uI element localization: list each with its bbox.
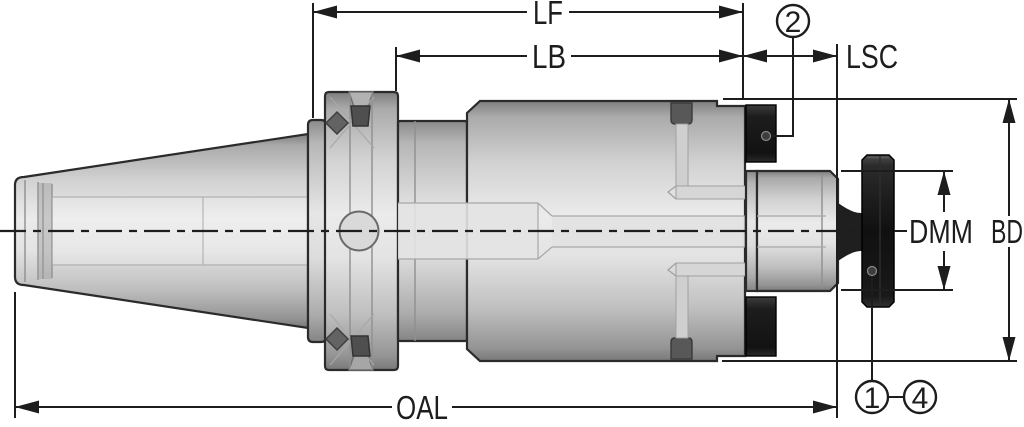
drive-slot-key-bottom-left — [324, 326, 350, 352]
callout-2-leader — [766, 37, 794, 137]
drive-key-bottom — [745, 296, 777, 357]
dmm-arrow-down — [937, 266, 951, 290]
oal-dimension: OAL — [14, 292, 837, 426]
lsc-label: LSC — [846, 38, 898, 75]
bd-arrow-up — [1002, 99, 1016, 123]
lb-arrow-left — [396, 49, 420, 63]
lb-arrow-right — [719, 49, 743, 63]
v-groove-bottom — [347, 354, 375, 371]
lsc-arrow-left — [743, 49, 767, 63]
lf-label: LF — [533, 0, 563, 31]
callout-1-4: 1 4 — [854, 265, 938, 415]
lb-dimension: LB — [395, 38, 743, 91]
bd-dimension: BD — [722, 98, 1023, 362]
callout-1-number: 1 — [864, 382, 881, 415]
callout-4-number: 4 — [912, 382, 929, 415]
callout-2-balloon — [775, 3, 811, 39]
drive-slot-key-top-right — [350, 105, 371, 127]
dmm-label: DMM — [909, 213, 973, 250]
lf-dimension: LF — [312, 0, 744, 118]
stud-thread-band — [38, 183, 52, 279]
clamping-screw-head — [861, 154, 895, 308]
drive-slot-key-top-left — [324, 110, 350, 136]
callout-1-dot — [866, 265, 878, 277]
lf-arrow-left — [313, 5, 337, 19]
callout-2-number: 2 — [785, 6, 802, 39]
lf-arrow-right — [719, 5, 743, 19]
drive-key-top — [745, 104, 777, 163]
dmm-dimension: DMM — [841, 170, 973, 291]
oal-arrow-left — [15, 400, 39, 414]
drive-slot-key-bottom-right — [350, 335, 371, 357]
dmm-arrow-up — [937, 171, 951, 195]
lsc-dimension: LSC — [743, 38, 898, 418]
callout-2-dot — [760, 130, 772, 142]
oal-label: OAL — [396, 389, 448, 426]
bd-label: BD — [991, 213, 1023, 250]
oal-arrow-right — [813, 400, 837, 414]
lsc-arrow-right — [813, 49, 837, 63]
v-groove-top — [347, 91, 375, 108]
callout-2: 2 — [760, 3, 811, 142]
lb-label: LB — [532, 38, 566, 75]
bd-arrow-down — [1002, 337, 1016, 361]
callout-4-balloon — [902, 379, 938, 415]
